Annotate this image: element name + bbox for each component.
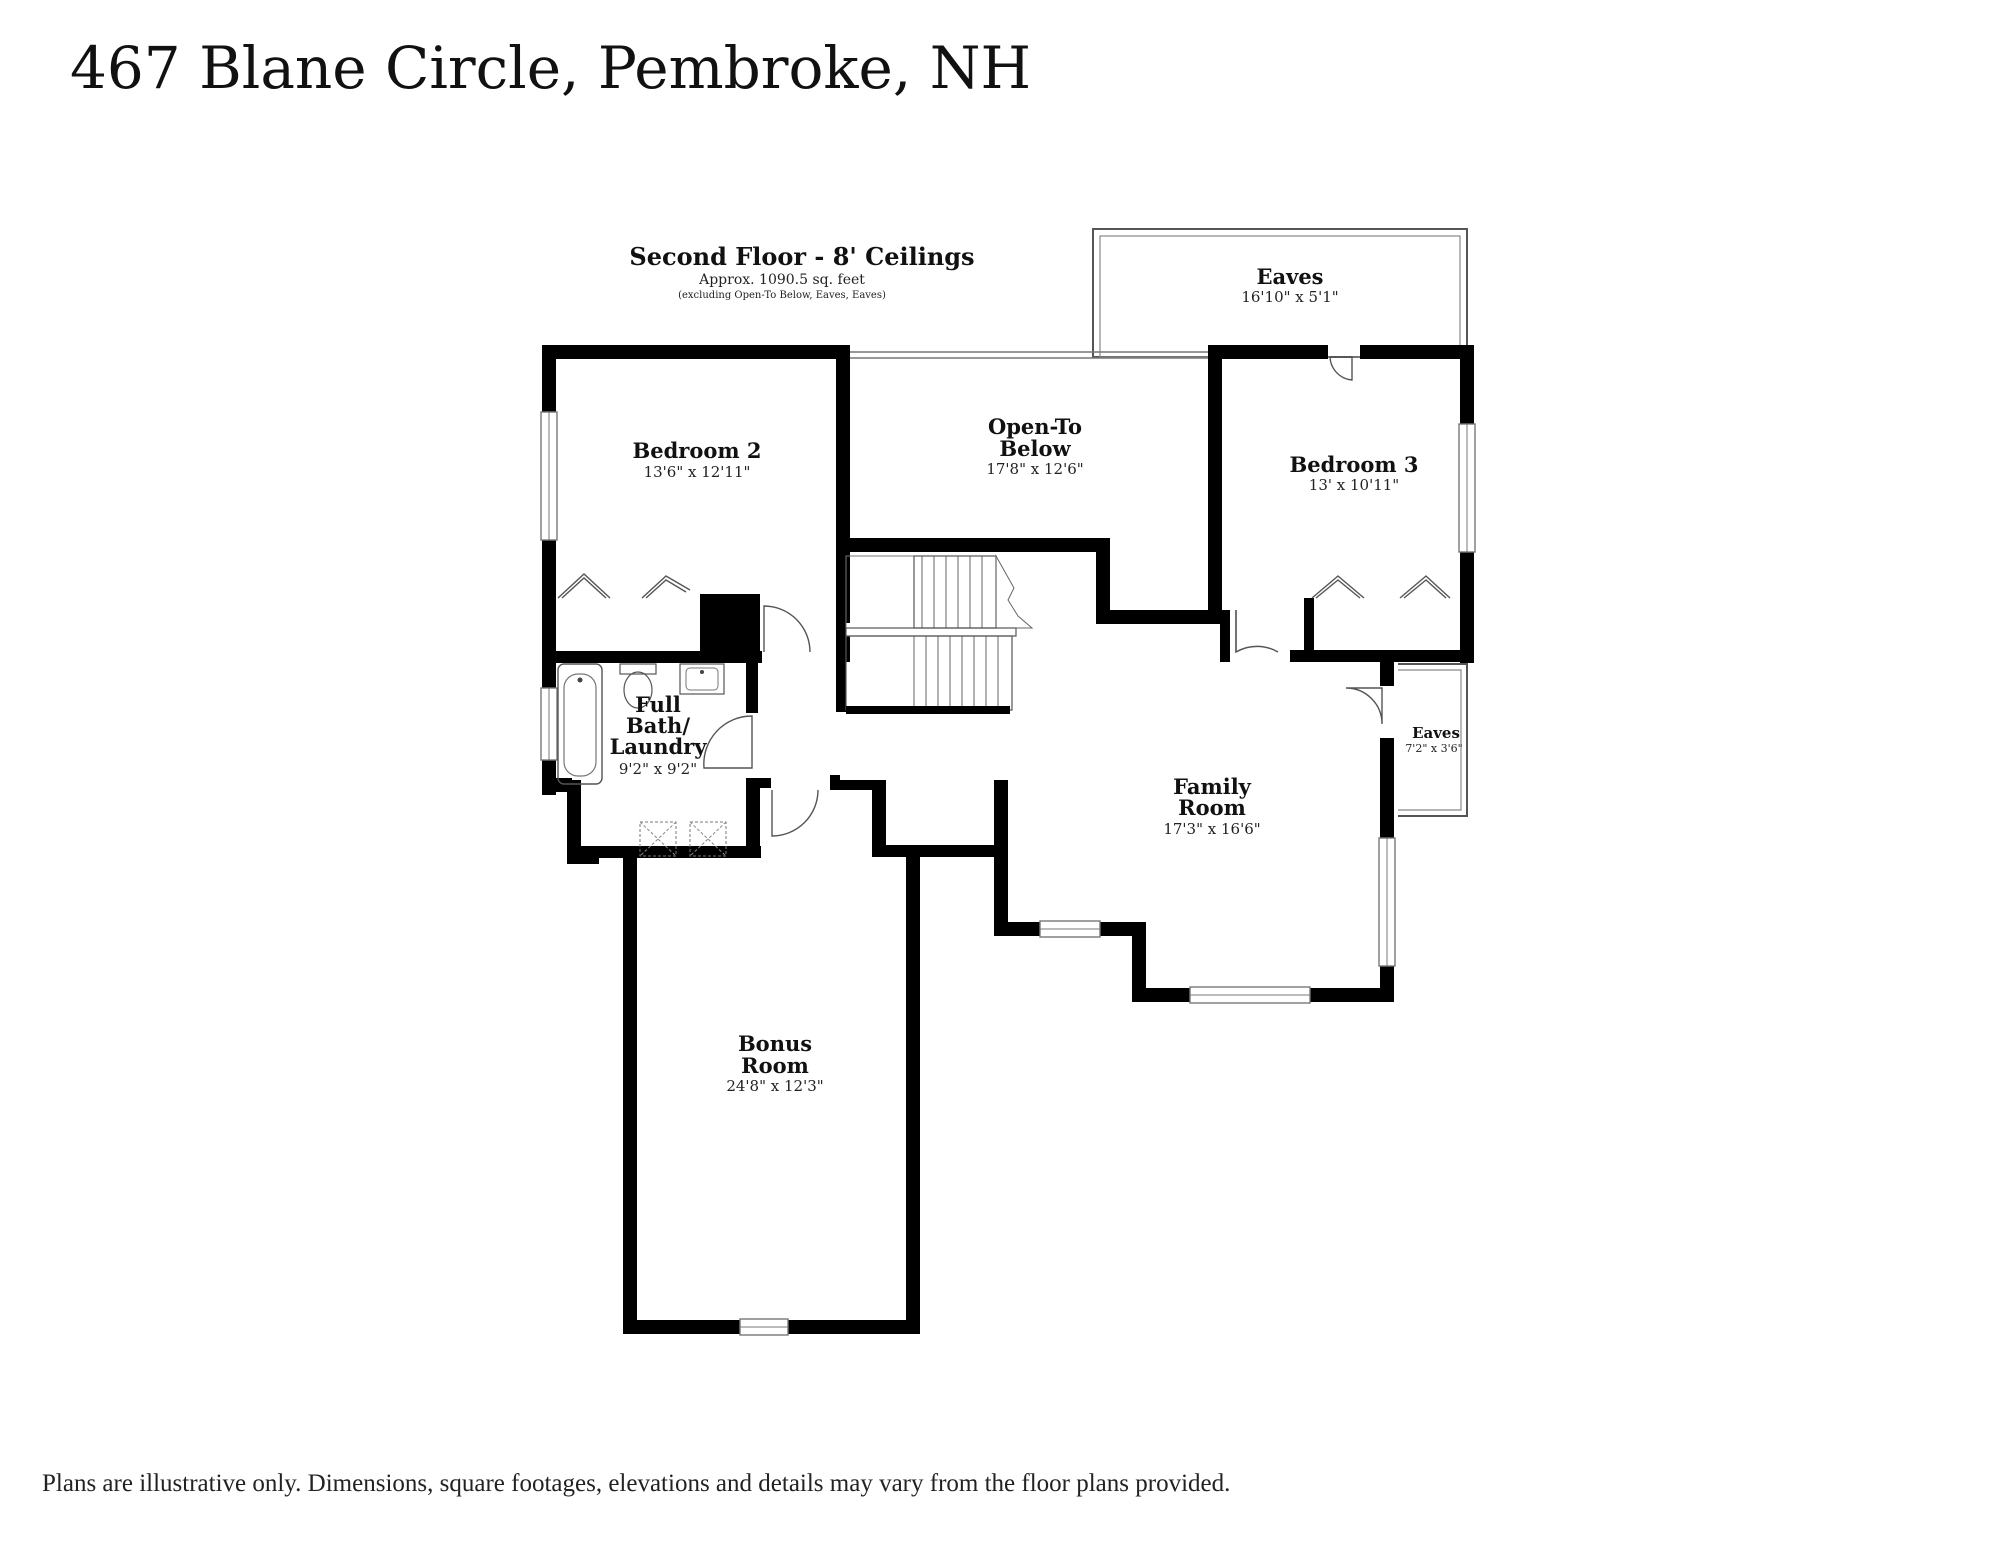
doors <box>703 356 1383 837</box>
windows <box>540 411 1476 1336</box>
floor-area: Approx. 1090.5 sq. feet <box>698 272 865 288</box>
bath-name-2: Bath/ <box>626 713 690 738</box>
family-name-1: Family <box>1173 774 1252 799</box>
eaves-side-outline <box>1398 663 1468 817</box>
family-size: 17'3" x 16'6" <box>1163 820 1260 838</box>
bonus-size: 24'8" x 12'3" <box>726 1077 823 1095</box>
bath-name-1: Full <box>635 692 681 717</box>
page-title: 467 Blane Circle, Pembroke, NH <box>70 34 1032 102</box>
open-below-size: 17'8" x 12'6" <box>986 460 1083 478</box>
bath-name-3: Laundry <box>610 734 708 759</box>
family-name-2: Room <box>1178 795 1246 820</box>
bedroom2-name: Bedroom 2 <box>632 438 761 463</box>
closet-doors <box>557 573 1451 599</box>
open-below-name-1: Open-To <box>988 414 1082 439</box>
eaves-top-name: Eaves <box>1257 264 1324 289</box>
eaves-top-size: 16'10" x 5'1" <box>1241 288 1338 306</box>
bedroom3-size: 13' x 10'11" <box>1309 476 1399 494</box>
stairs <box>845 554 1034 714</box>
open-below-edge <box>848 351 1220 359</box>
open-below-name-2: Below <box>999 436 1071 461</box>
eaves-side-name: Eaves <box>1412 724 1460 742</box>
disclaimer: Plans are illustrative only. Dimensions,… <box>42 1470 1231 1497</box>
eaves-side-size: 7'2" x 3'6" <box>1405 742 1462 755</box>
bonus-name-2: Room <box>741 1053 809 1078</box>
bath-fixtures <box>557 663 727 857</box>
bonus-name-1: Bonus <box>738 1031 812 1056</box>
floor-area-note: (excluding Open-To Below, Eaves, Eaves) <box>678 290 886 301</box>
bedroom2-size: 13'6" x 12'11" <box>644 463 751 481</box>
bath-size: 9'2" x 9'2" <box>619 760 697 778</box>
floor-title: Second Floor - 8' Ceilings <box>629 242 974 271</box>
bedroom3-name: Bedroom 3 <box>1289 452 1418 477</box>
